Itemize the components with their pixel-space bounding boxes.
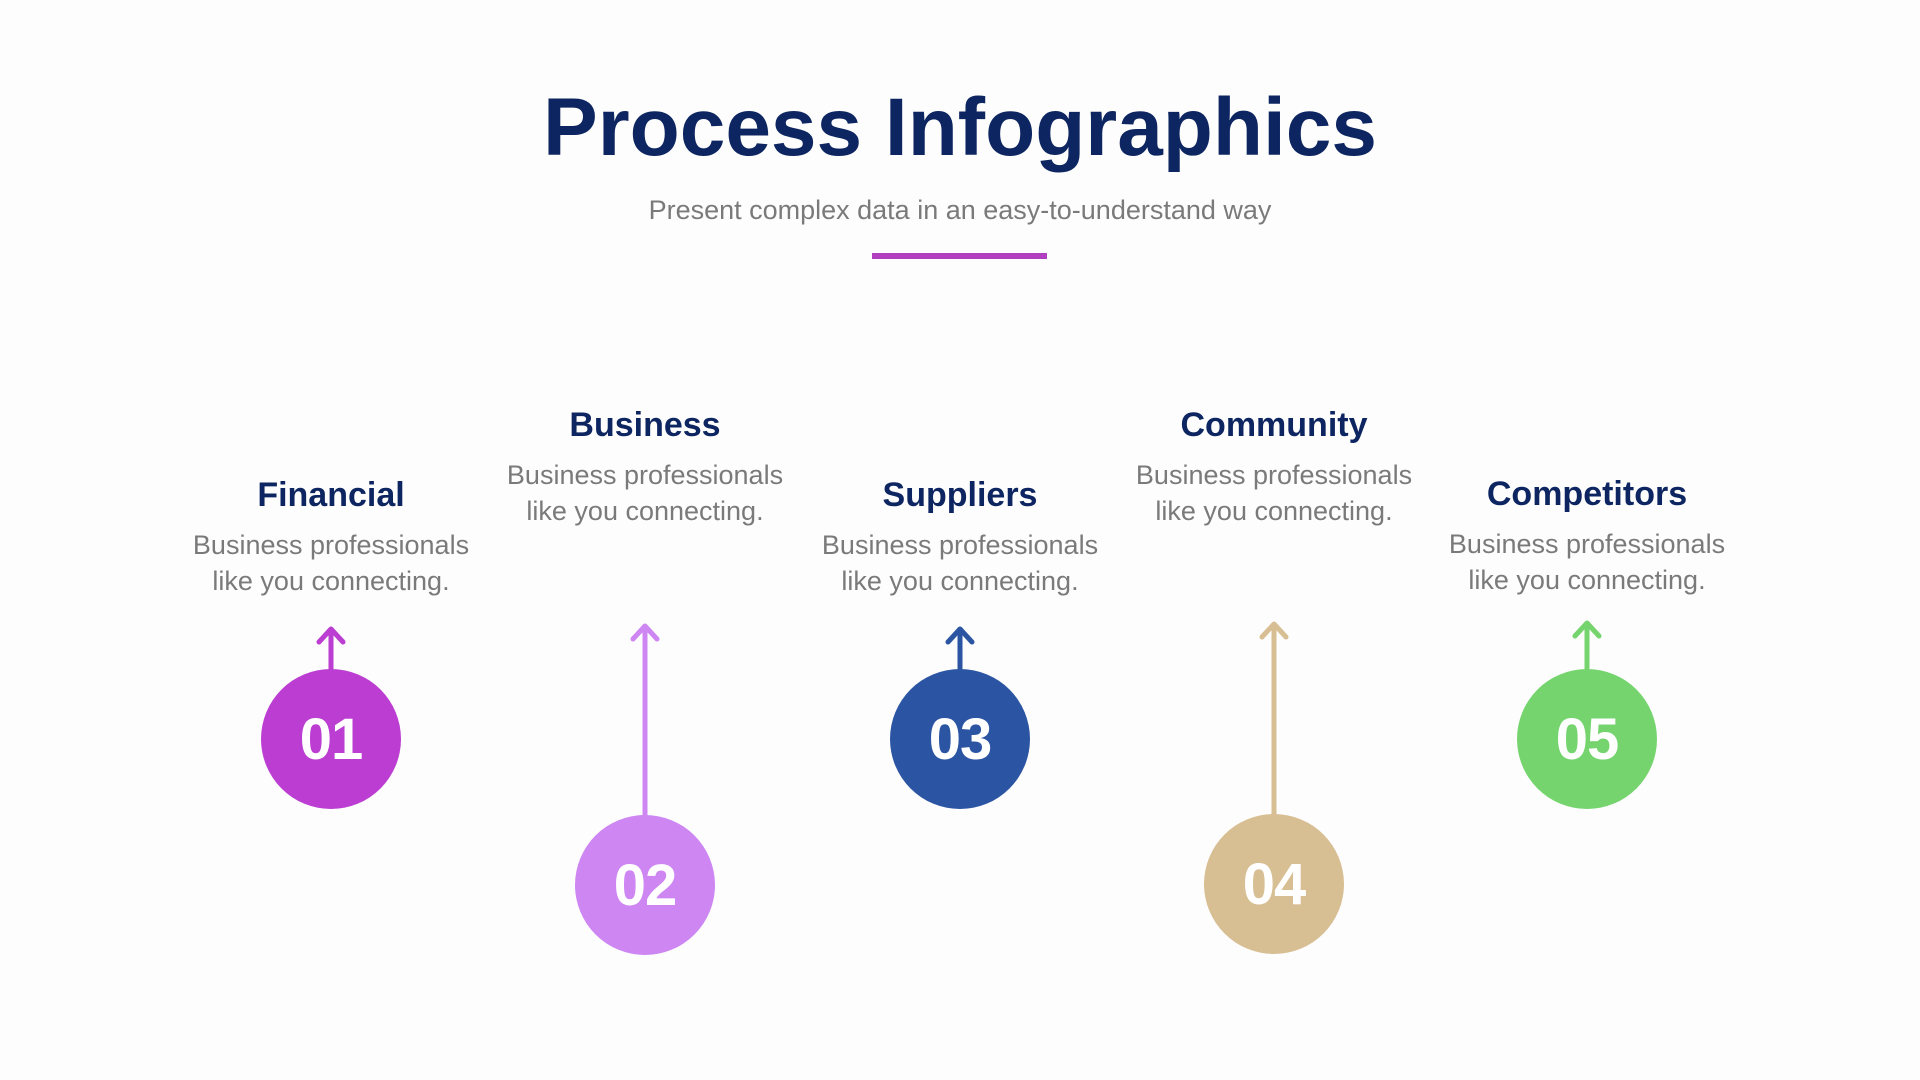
- step-heading: Business: [569, 406, 721, 444]
- step-4-text: Community Business professionals like yo…: [1114, 405, 1434, 529]
- arrow-up-icon: [1259, 621, 1289, 819]
- step-3-text: Suppliers Business professionals like yo…: [800, 475, 1120, 599]
- arrow-up-icon: [316, 626, 346, 674]
- step-number: 04: [1242, 851, 1307, 917]
- step-heading: Suppliers: [882, 476, 1038, 514]
- step-heading: Community: [1180, 406, 1368, 444]
- step-description: Business professionals like you connecti…: [192, 530, 470, 596]
- arrow-up-icon: [630, 623, 660, 819]
- arrow-up-icon: [1572, 620, 1602, 674]
- step-description: Business professionals like you connecti…: [1135, 460, 1413, 526]
- step-2-text: Business Business professionals like you…: [485, 405, 805, 529]
- page-title: Process Infographics: [543, 82, 1377, 173]
- step-1-text: Financial Business professionals like yo…: [171, 475, 491, 599]
- step-description: Business professionals like you connecti…: [821, 530, 1099, 596]
- step-4-number-badge: 04: [1204, 814, 1344, 954]
- step-heading: Financial: [257, 476, 405, 514]
- step-heading: Competitors: [1486, 475, 1688, 513]
- step-number: 01: [299, 706, 364, 772]
- step-description: Business professionals like you connecti…: [1448, 529, 1726, 595]
- step-2-number-badge: 02: [575, 815, 715, 955]
- title-underline-divider: [872, 253, 1047, 259]
- step-number: 02: [613, 852, 678, 918]
- step-number: 05: [1555, 706, 1620, 772]
- step-1-number-badge: 01: [261, 669, 401, 809]
- step-number: 03: [928, 706, 993, 772]
- step-3-number-badge: 03: [890, 669, 1030, 809]
- step-description: Business professionals like you connecti…: [506, 460, 784, 526]
- step-5-text: Competitors Business professionals like …: [1427, 474, 1747, 598]
- page-subtitle: Present complex data in an easy-to-under…: [648, 195, 1272, 225]
- arrow-up-icon: [945, 626, 975, 674]
- step-5-number-badge: 05: [1517, 669, 1657, 809]
